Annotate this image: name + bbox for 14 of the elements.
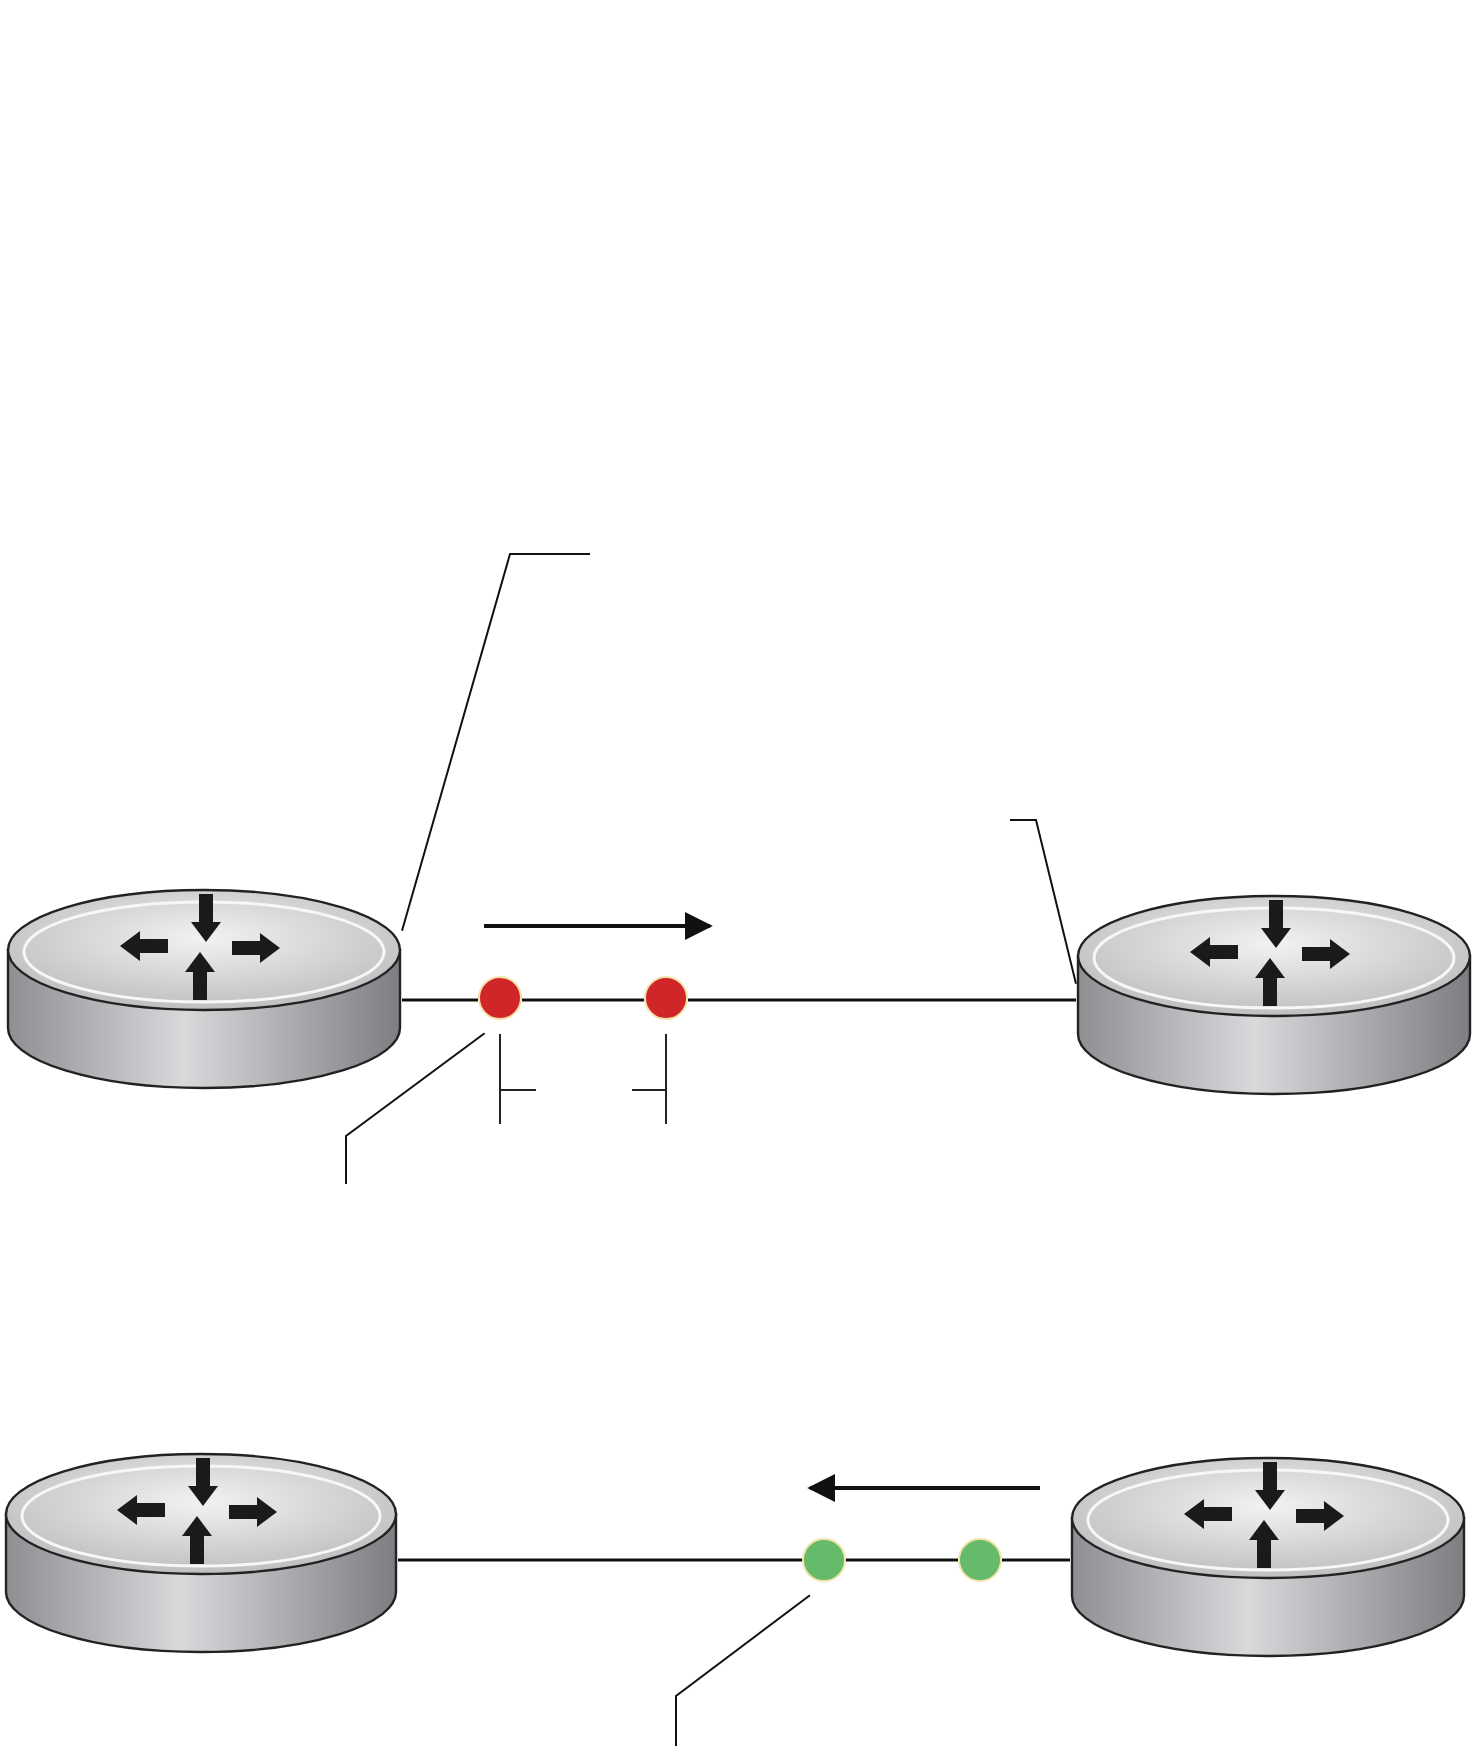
link-line [1002,1558,1070,1562]
leader-line [1009,819,1077,985]
link-line [402,998,478,1002]
link-line [522,998,644,1002]
leader-line [345,1032,486,1185]
link-line [846,1558,958,1562]
status-dot [958,1538,1002,1582]
status-dot [478,976,522,1020]
status-dot [644,976,688,1020]
leader-line [675,1594,811,1746]
link-line [398,1558,802,1562]
leader-line [401,553,591,932]
link-line [688,998,1076,1002]
status-dot [802,1538,846,1582]
